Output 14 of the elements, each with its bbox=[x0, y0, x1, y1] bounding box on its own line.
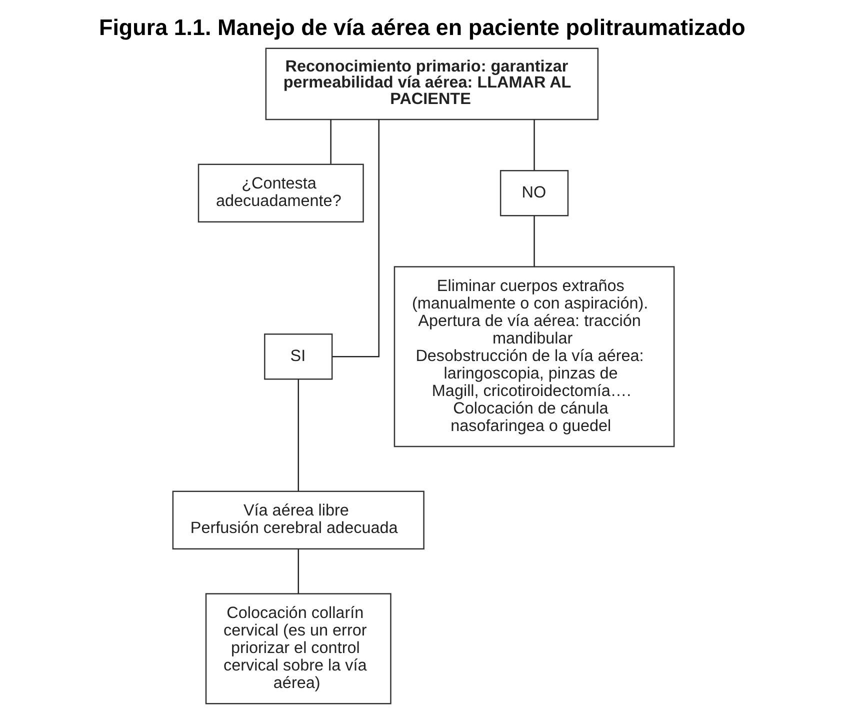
connector bbox=[533, 216, 534, 267]
connector bbox=[297, 379, 298, 491]
diagram-title: Figura 1.1. Manejo de vía aérea en paciente politraumatizado bbox=[98, 15, 745, 40]
node-box: SI bbox=[264, 334, 332, 380]
connector bbox=[297, 549, 298, 594]
node-box: NO bbox=[499, 170, 568, 216]
connector bbox=[533, 120, 534, 170]
node-box: Colocación collarín cervical (es un error priorizar el control cervical sobre la vía aérea) bbox=[204, 593, 391, 704]
connector bbox=[330, 120, 331, 164]
node-box: Vía aérea libre Perfusión cerebral adecuada bbox=[172, 490, 424, 550]
node-box: ¿Contesta adecuadamente? bbox=[197, 164, 364, 222]
connector bbox=[332, 120, 379, 358]
node-box: Eliminar cuerpos extraños (manualmente o con aspiración). Apertura de vía aérea: tracción mandibular Desobstrucción de la vía aérea: laringoscopia, pinzas de Magill, cricotiroidectomía…. Colocación de cánula nasofaringea o guedel bbox=[393, 266, 674, 448]
node-box: Reconocimiento primario: garantizar permeabilidad vía aérea: LLAMAR AL PACIENTE bbox=[264, 48, 598, 120]
